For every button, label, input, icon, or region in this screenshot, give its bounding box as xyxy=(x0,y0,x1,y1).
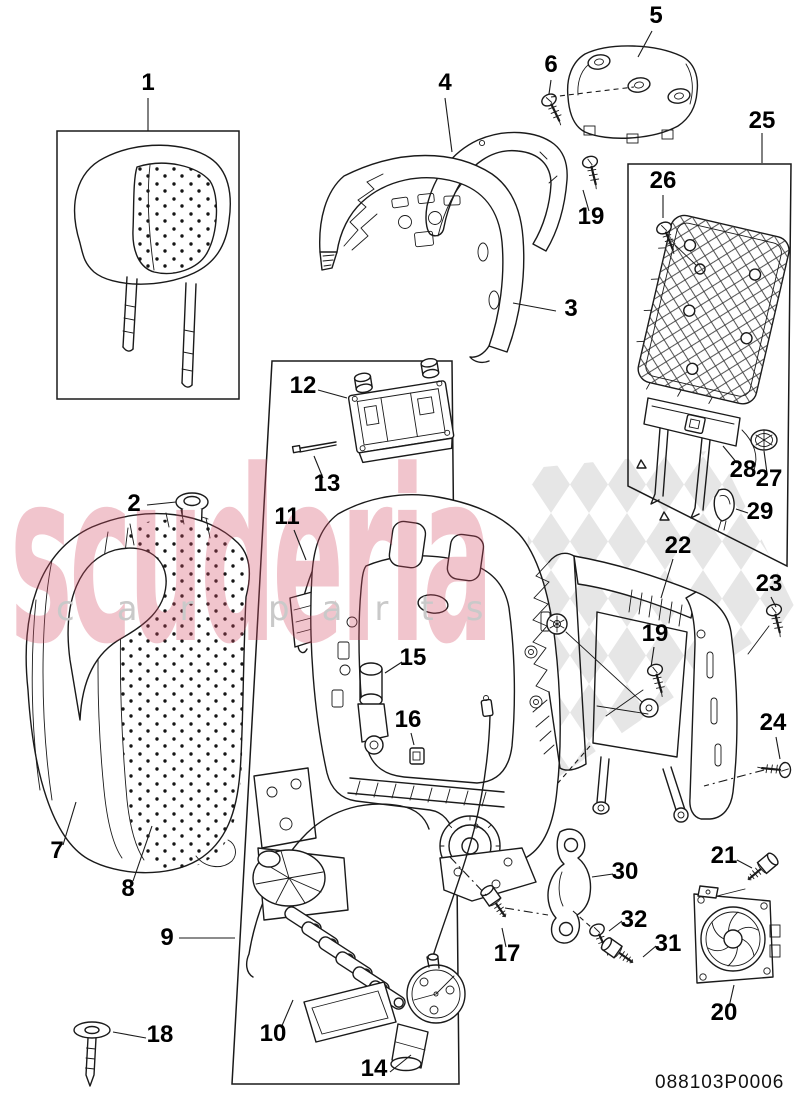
part-backrest-cushion xyxy=(25,509,251,874)
part-expanding-rivet xyxy=(73,1021,111,1087)
leader-lines xyxy=(62,30,781,1073)
callout-7: 7 xyxy=(50,837,63,864)
screw-6 xyxy=(535,88,567,126)
part-rear-panel-frame xyxy=(532,552,738,823)
callout-2: 2 xyxy=(127,490,140,517)
drawing-number: 088103P0006 xyxy=(655,1072,784,1093)
watermark: scuderia car parts xyxy=(10,420,515,697)
watermark-tagline-car: car xyxy=(56,589,236,629)
bolt-31 xyxy=(598,935,638,970)
callout-11: 11 xyxy=(274,503,299,530)
screw-24 xyxy=(756,747,798,789)
part-locking-pin xyxy=(291,441,337,454)
callout-19-top: 19 xyxy=(578,203,605,230)
part-bowden-cable xyxy=(432,695,494,957)
part-headrest xyxy=(73,144,231,388)
watermark-brand-text: scuderia xyxy=(10,420,490,697)
callout-8: 8 xyxy=(121,875,134,902)
callout-15: 15 xyxy=(400,644,427,671)
callout-23: 23 xyxy=(756,570,783,597)
part-lattice-back-panel xyxy=(636,214,790,405)
callout-21: 21 xyxy=(711,842,738,869)
reference-lines xyxy=(449,86,770,929)
part-seat-fan xyxy=(693,885,781,984)
callout-19-panel: 19 xyxy=(642,620,669,647)
bolt-21 xyxy=(742,850,782,887)
group-box-back-panel-kit xyxy=(627,163,792,568)
callout-3: 3 xyxy=(564,295,577,322)
callout-12: 12 xyxy=(290,372,317,399)
callout-20: 20 xyxy=(711,999,738,1026)
screw-26-target-hole xyxy=(694,263,706,275)
callout-18: 18 xyxy=(147,1021,174,1048)
part-pump-motor xyxy=(390,953,466,1072)
callout-9: 9 xyxy=(160,924,173,951)
screw-19-top xyxy=(572,149,609,190)
callout-1: 1 xyxy=(141,69,154,96)
part-valve-block xyxy=(252,847,406,1043)
callout-22: 22 xyxy=(665,532,692,559)
group-box-adjuster-kit xyxy=(231,360,460,1085)
callout-30: 30 xyxy=(612,858,639,885)
part-lower-trim-cowl xyxy=(319,154,525,364)
part-cap-disc xyxy=(750,429,778,451)
part-retaining-bracket xyxy=(547,828,592,944)
callout-10: 10 xyxy=(260,1020,287,1047)
callout-29: 29 xyxy=(747,498,774,525)
part-top-cover-panel xyxy=(566,45,699,144)
callout-14: 14 xyxy=(361,1055,388,1082)
callout-26: 26 xyxy=(650,167,677,194)
part-wedge-clip xyxy=(713,488,735,532)
callout-31: 31 xyxy=(655,930,682,957)
callout-32: 32 xyxy=(621,906,648,933)
callout-25: 25 xyxy=(749,107,776,134)
part-headrest-guide xyxy=(636,397,757,521)
callout-28: 28 xyxy=(730,456,757,483)
callout-24: 24 xyxy=(760,709,787,736)
callout-4: 4 xyxy=(438,69,452,96)
callout-6: 6 xyxy=(544,51,557,78)
watermark-tagline-parts: parts xyxy=(268,589,515,629)
part-control-module xyxy=(347,357,455,464)
callout-17: 17 xyxy=(494,940,521,967)
part-lumbar-actuator xyxy=(357,662,389,755)
callout-16: 16 xyxy=(395,706,422,733)
callout-13: 13 xyxy=(314,470,341,497)
checkered-flag-watermark xyxy=(508,450,797,812)
callout-5: 5 xyxy=(649,2,662,29)
part-clip-16 xyxy=(409,747,425,765)
callout-27: 27 xyxy=(756,465,783,492)
